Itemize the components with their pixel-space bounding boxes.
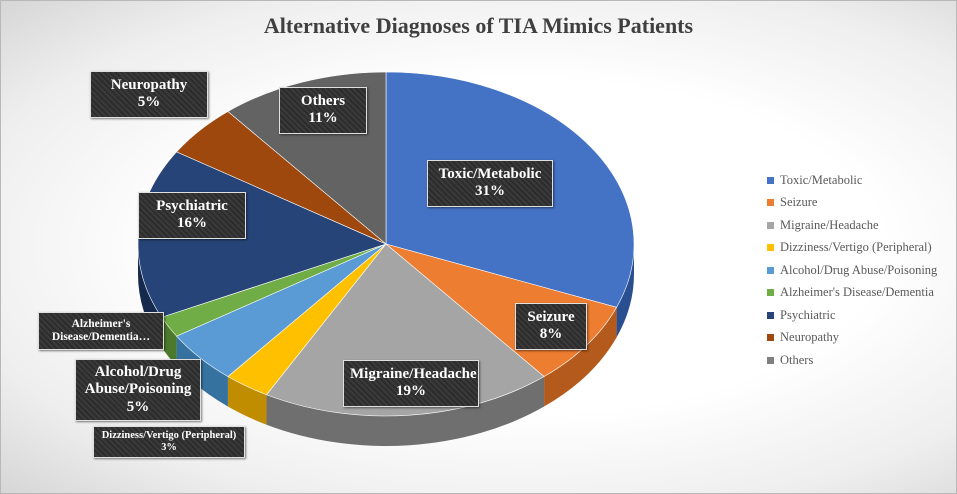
pie-side-dizziness-vertigo-peripheral [227,376,267,425]
pie-side-alcohol-drug-abuse-poisoning [176,336,228,407]
pie-side-seizure [544,307,617,407]
chart-legend: Toxic/Metabolic Seizure Migraine/Headach… [767,169,952,372]
legend-swatch [767,244,774,252]
legend-swatch [767,356,774,364]
chart-title: Alternative Diagnoses of TIA Mimics Pati… [263,13,694,38]
legend-swatch [767,176,774,184]
legend-item-alcohol-drug-abuse: Alcohol/Drug Abuse/Poisoning [767,259,952,282]
pie-side-alzheimer-s-disease-dementia [161,317,177,367]
legend-swatch [767,266,774,274]
legend-item-toxic-metabolic: Toxic/Metabolic [767,169,952,192]
data-label-alzheimers-dementia: Alzheimer's Disease/Dementia… [38,312,164,351]
legend-swatch [767,311,774,319]
legend-swatch [767,221,774,229]
data-label-dizziness-vertigo: Dizziness/Vertigo (Peripheral)3% [93,426,245,459]
pie-depth-layer [138,244,634,446]
legend-item-seizure: Seizure [767,192,952,215]
legend-swatch [767,289,774,297]
legend-item-others: Others [767,349,952,372]
pie-side-toxic-metabolic [616,244,634,338]
pie-side-migraine-headache [266,376,545,446]
legend-item-neuropathy: Neuropathy [767,327,952,350]
legend-item-migraine-headache: Migraine/Headache [767,214,952,237]
legend-swatch [767,334,774,342]
legend-swatch [767,199,774,207]
legend-item-alzheimers-dementia: Alzheimer's Disease/Dementia [767,282,952,305]
legend-item-psychiatric: Psychiatric [767,304,952,327]
legend-item-dizziness-vertigo: Dizziness/Vertigo (Peripheral) [767,237,952,260]
